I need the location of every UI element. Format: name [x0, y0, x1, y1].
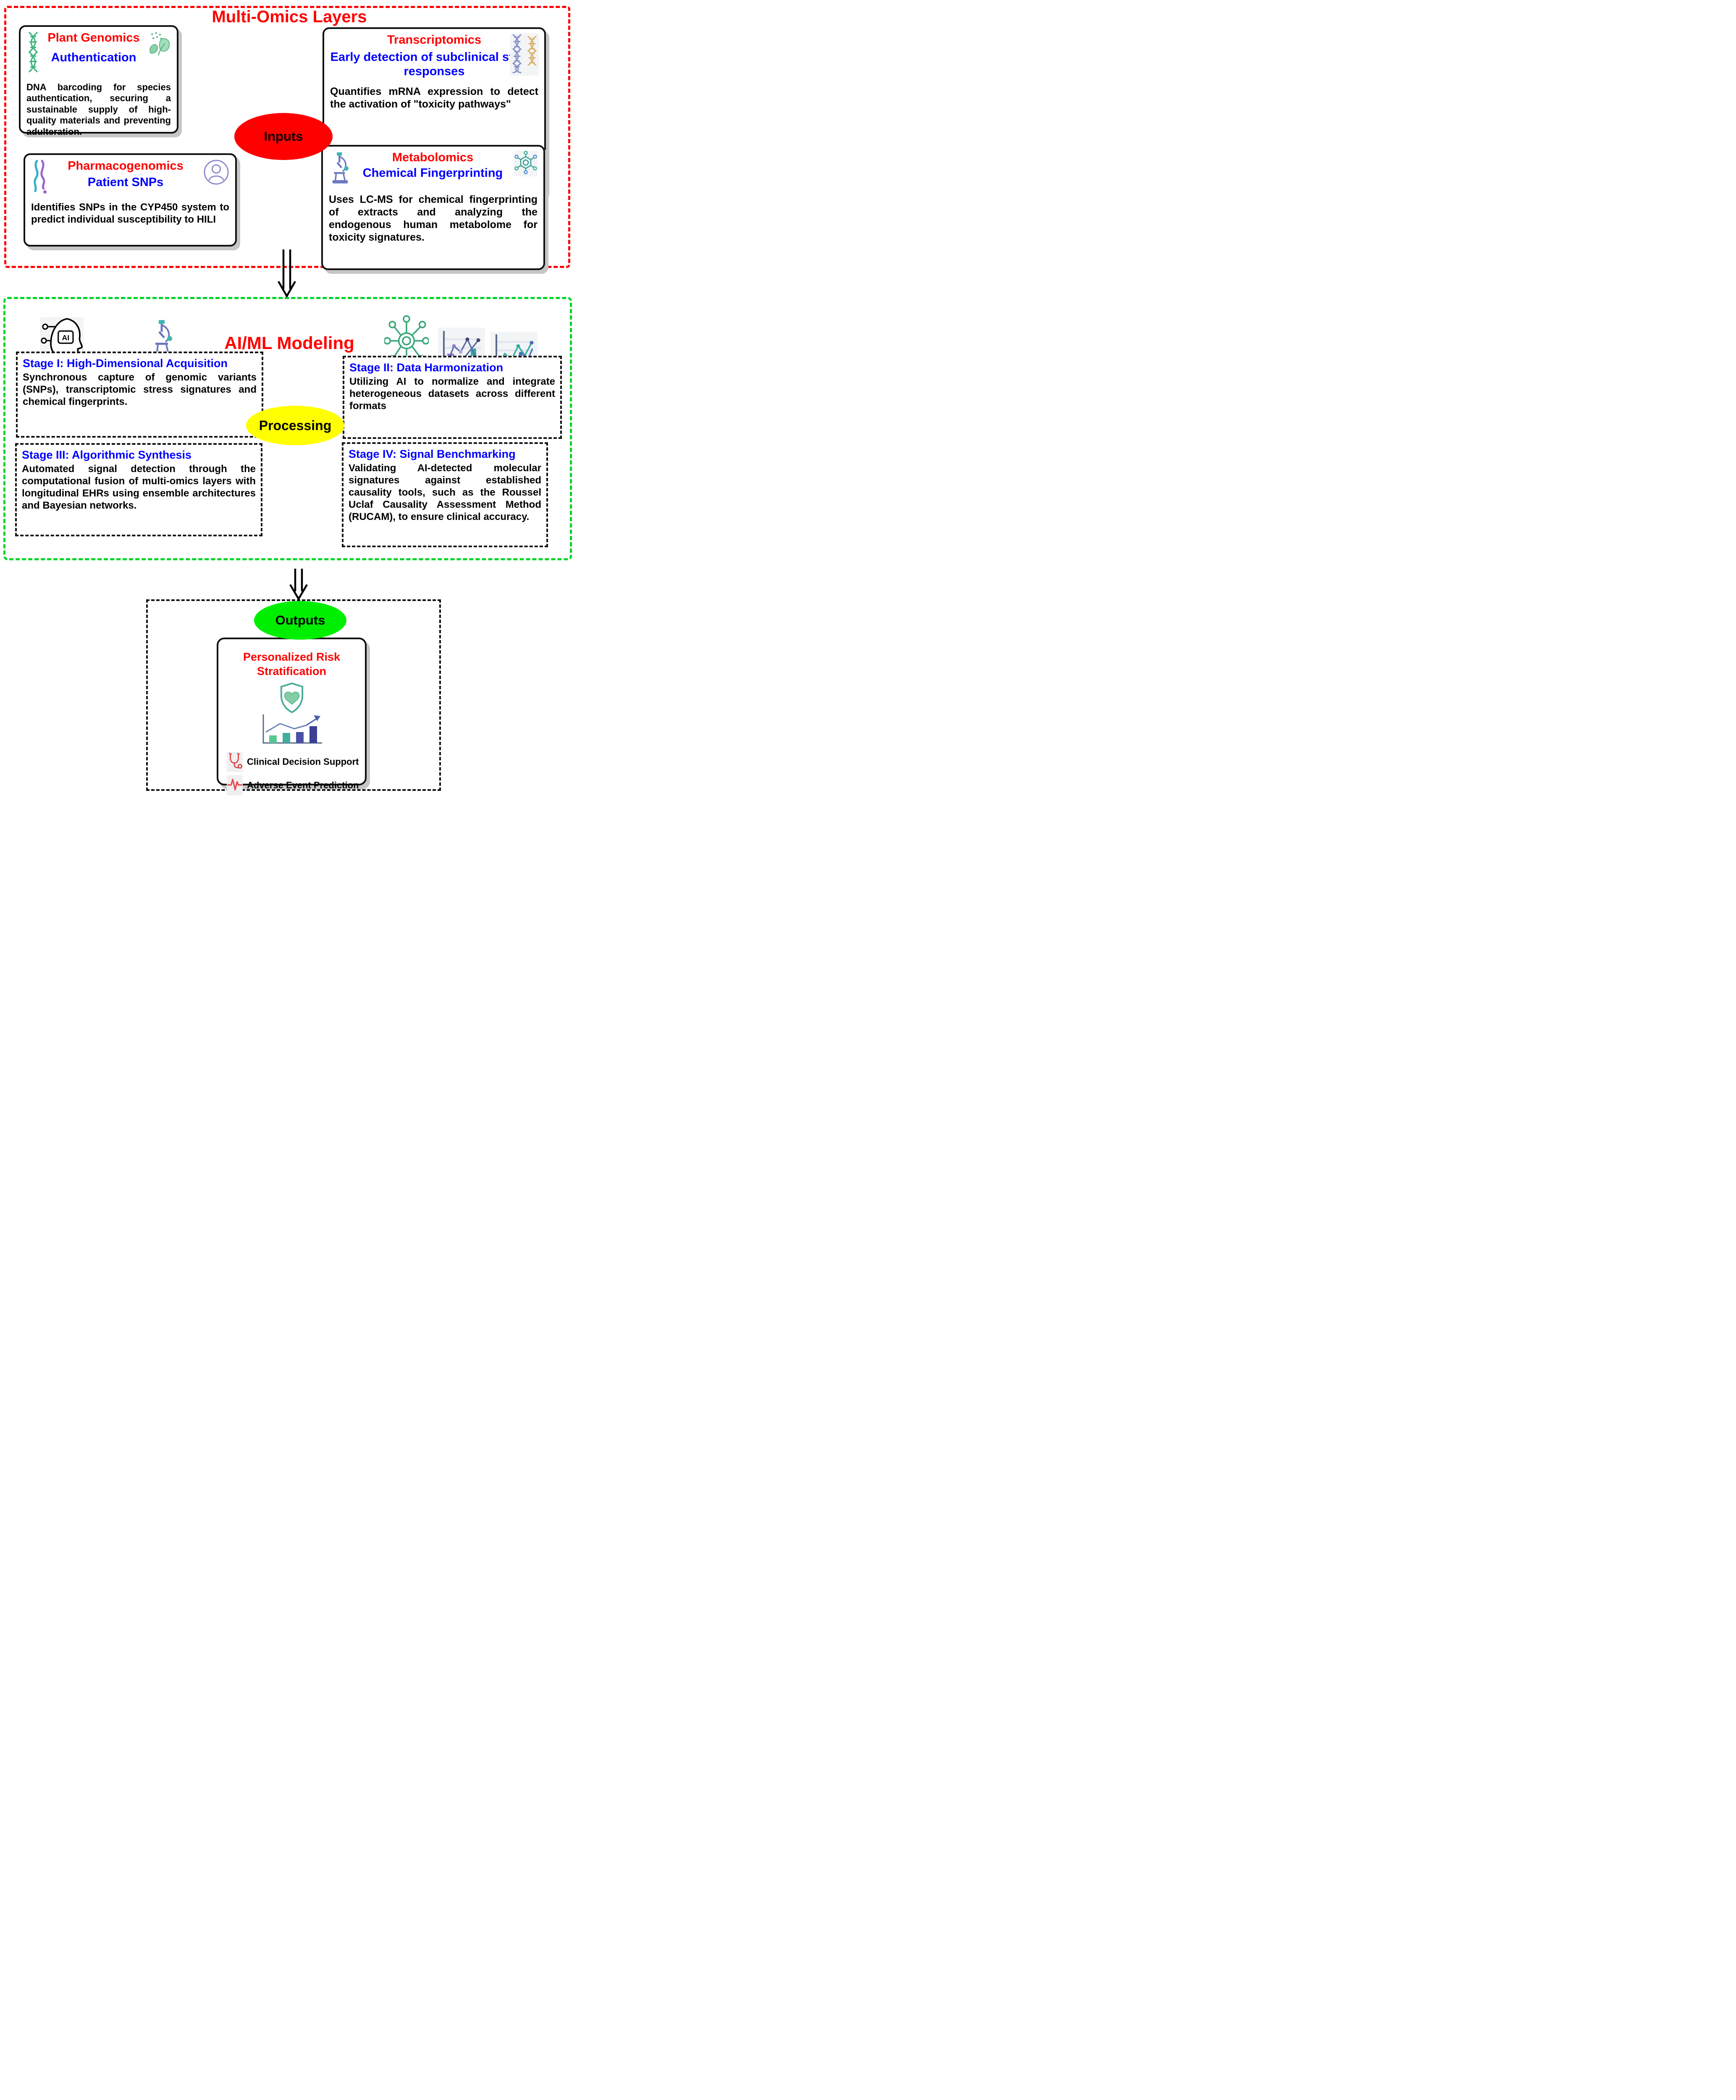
card-subtitle: Authentication [51, 51, 136, 65]
card-subtitle: Early detection of subclinical stress re… [330, 50, 538, 78]
outputs-section-frame [146, 599, 441, 791]
card-title: Metabolomics [392, 151, 474, 164]
card-title: Transcriptomics [387, 33, 482, 47]
ai-chip-label: AI [62, 333, 70, 342]
plant-genomics-card: Plant Genomics Authentication DNA barcod… [19, 25, 178, 137]
inputs-section-frame [4, 6, 570, 268]
chromosome-icon [31, 159, 48, 197]
multi-omics-diagram: Multi-Omics Layers Plant Genomics Authen… [0, 0, 579, 795]
output-item-label: Clinical Decision Support [247, 756, 359, 767]
stage-4-box: Stage IV: Signal Benchmarking Validating… [342, 442, 548, 547]
card-title: Plant Genomics [47, 31, 140, 45]
dna-helix-icon [26, 31, 40, 77]
risk-trend-chart-icon [223, 713, 361, 748]
processing-badge: Processing [246, 406, 344, 445]
card-header: Metabolomics Chemical Fingerprinting [329, 151, 538, 188]
output-item-label: Adverse Event Prediction [247, 780, 359, 790]
stage-3-box: Stage III: Algorithmic Synthesis Automat… [15, 443, 262, 536]
stage-1-box: Stage I: High-Dimensional Acquisition Sy… [16, 352, 263, 438]
stage-body: Utilizing AI to normalize and integrate … [349, 376, 555, 412]
molecule-icon [514, 151, 538, 176]
stage-title: Stage III: Algorithmic Synthesis [22, 449, 192, 461]
card-header: Plant Genomics Authentication [26, 31, 171, 77]
pharmacogenomics-card: Pharmacogenomics Patient SNPs Identifies… [24, 153, 237, 247]
stage-body: Synchronous capture of genomic variants … [23, 372, 257, 407]
clinical-decision-row: Clinical Decision Support [227, 751, 361, 772]
card-subtitle: Patient SNPs [87, 176, 164, 189]
adverse-event-row: Adverse Event Prediction [227, 775, 361, 795]
dna-pair-icon [510, 33, 539, 76]
stage-title: Stage I: High-Dimensional Acquisition [23, 357, 228, 370]
down-arrow-icon [289, 569, 308, 600]
stage-body: Validating AI-detected molecular signatu… [349, 462, 541, 522]
stage-title: Stage IV: Signal Benchmarking [349, 448, 516, 460]
microscope-icon [329, 151, 351, 188]
processing-section-title: AI/ML Modeling [224, 333, 354, 353]
heartbeat-icon [227, 775, 243, 795]
stage-2-box: Stage II: Data Harmonization Utilizing A… [343, 356, 562, 439]
metabolomics-card: Metabolomics Chemical Fingerprinting Use… [321, 145, 545, 270]
stage-body: Automated signal detection through the c… [22, 463, 256, 511]
personalized-risk-card: Personalized Risk Stratification [217, 638, 367, 795]
card-body: Quantifies mRNA expression to detect the… [330, 86, 538, 110]
stage-title: Stage II: Data Harmonization [349, 361, 503, 374]
card-body: Uses LC-MS for chemical fingerprinting o… [329, 194, 538, 243]
shield-heart-icon [223, 682, 361, 716]
inputs-badge: Inputs [234, 113, 333, 160]
card-header: Pharmacogenomics Patient SNPs [31, 159, 229, 197]
card-body: DNA barcoding for species authentication… [26, 82, 171, 137]
processing-section-frame [3, 297, 572, 560]
card-body: Identifies SNPs in the CYP450 system to … [31, 202, 229, 225]
stethoscope-icon [227, 751, 243, 772]
outputs-badge: Outputs [254, 601, 346, 640]
card-title: Pharmacogenomics [68, 159, 184, 173]
plant-leaves-icon [147, 31, 171, 58]
output-card-title: Personalized Risk Stratification [243, 651, 341, 677]
card-subtitle: Chemical Fingerprinting [362, 166, 503, 180]
inputs-section-title: Multi-Omics Layers [212, 8, 367, 26]
down-arrow-icon [278, 249, 296, 297]
patient-avatar-icon [203, 159, 229, 187]
